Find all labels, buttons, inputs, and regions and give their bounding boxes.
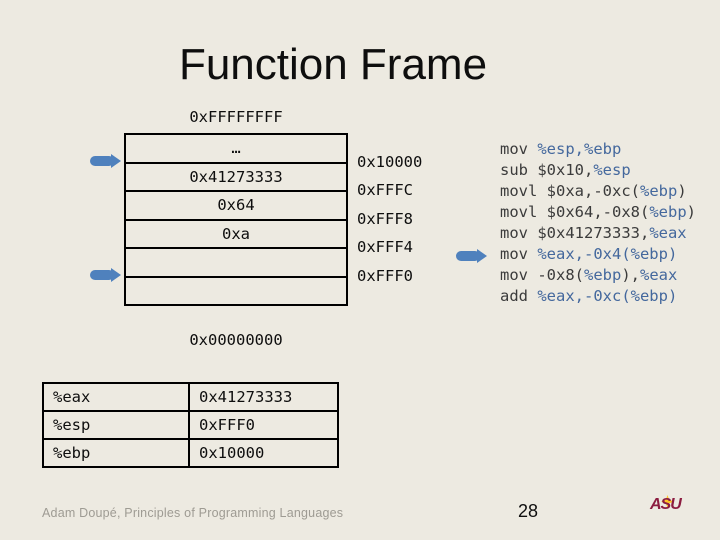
asu-logo-text: ASU [650, 496, 682, 513]
register-value: 0x41273333 [188, 382, 339, 412]
asm-token: mov [500, 140, 538, 158]
asm-line: add %eax,-0xc(%ebp) [500, 286, 696, 307]
address-label: 0xFFF4 [357, 238, 413, 256]
asm-token: %esp [593, 161, 631, 179]
address-label: 0x10000 [357, 152, 423, 171]
asm-line: sub $0x10,%esp [500, 160, 696, 181]
address-label: 0xFFF8 [357, 209, 413, 228]
asm-token: ) [677, 182, 687, 200]
register-name: %ebp [42, 438, 190, 468]
instruction-pointer-arrow-icon [456, 248, 487, 263]
asm-token: mov [500, 245, 538, 263]
asm-token: %ebp [640, 182, 678, 200]
asm-token: %ebp [649, 203, 687, 221]
asm-token: %eax,-0xc(%ebp) [537, 287, 678, 305]
asm-token: $0xa,-0xc( [546, 182, 640, 200]
asm-line: movl $0xa,-0xc(%ebp) [500, 181, 696, 202]
asm-line: mov -0x8(%ebp),%eax [500, 265, 696, 286]
asm-token: %eax [649, 224, 687, 242]
asm-token: $0x41273333, [537, 224, 650, 242]
ebp-pointer-arrow-icon [90, 153, 121, 168]
asm-token: %eax,-0x4(%ebp) [537, 245, 678, 263]
asm-token: ), [621, 266, 640, 284]
asm-token: add [500, 287, 538, 305]
asm-token: %esp,%ebp [537, 140, 622, 158]
asm-token: $0x64,-0x8( [546, 203, 650, 221]
slide-number: 28 [517, 501, 539, 521]
register-value: 0xFFF0 [188, 410, 339, 440]
stack-row: 0xa [126, 218, 346, 248]
asm-line: mov %eax,-0x4(%ebp) [500, 244, 696, 265]
stack-bottom-address-label: 0x00000000 [189, 331, 283, 349]
address-label: 0xFFFC [357, 181, 413, 199]
esp-pointer-arrow-icon [90, 267, 121, 282]
asm-line: movl $0x64,-0x8(%ebp) [500, 202, 696, 223]
asm-line: mov $0x41273333,%eax [500, 223, 696, 244]
register-name: %eax [42, 382, 190, 412]
asm-token: mov [500, 266, 538, 284]
address-label: 0xFFF0 [357, 266, 413, 285]
stack-row: 0x41273333 [126, 161, 346, 191]
asm-line: mov %esp,%ebp [500, 139, 696, 160]
stack-row [126, 247, 346, 276]
asu-logo: ASU [650, 495, 690, 515]
asm-token: $0x10, [537, 161, 594, 179]
register-name: %esp [42, 410, 190, 440]
asm-token: %eax [640, 266, 678, 284]
asm-token: mov [500, 224, 538, 242]
asm-token: movl [500, 203, 547, 221]
asm-token: -0x8( [537, 266, 584, 284]
stack-top-address-label: 0xFFFFFFFF [189, 108, 283, 126]
asm-token: sub [500, 161, 538, 179]
stack-row: … [231, 139, 241, 158]
page-title: Function Frame [178, 40, 488, 89]
stack-row [126, 275, 346, 305]
stack-row: 0x64 [126, 190, 346, 219]
footer-credit: Adam Doupé, Principles of Programming La… [42, 506, 344, 520]
asm-token: ) [686, 203, 696, 221]
asm-token: movl [500, 182, 547, 200]
asm-token: %ebp [584, 266, 622, 284]
register-value: 0x10000 [188, 438, 339, 468]
